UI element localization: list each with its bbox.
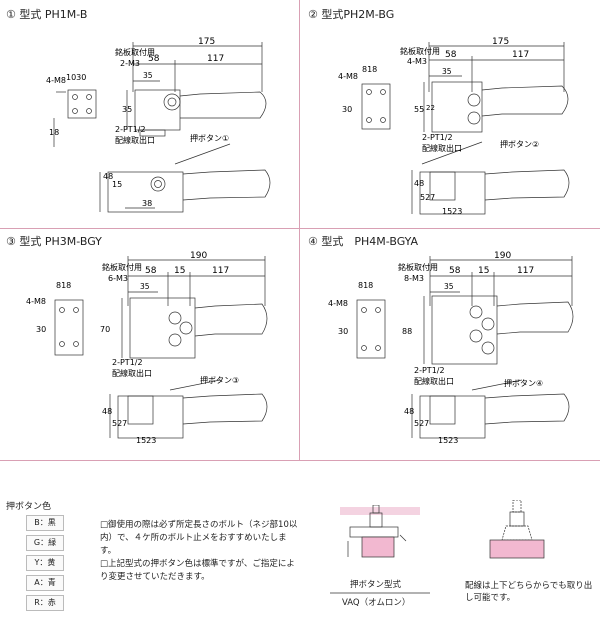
svg-text:190: 190 [494,251,511,261]
legend-item: A：青 [26,575,64,591]
svg-text:48: 48 [102,407,112,416]
svg-text:117: 117 [517,266,534,276]
panel-2-drawing: 175 58 117 35 銘板取付用 4-M3 818 4-M8 30 55 … [338,37,570,216]
svg-text:58: 58 [148,54,160,64]
svg-text:818: 818 [358,281,373,290]
panel-4-drawing: 190 58 15 117 35 銘板取付用 8-M3 818 4-M8 30 … [328,251,574,445]
svg-text:527: 527 [420,193,435,202]
svg-text:銘板取付用: 銘板取付用 [102,262,142,272]
svg-text:35: 35 [140,282,150,291]
svg-text:1523: 1523 [438,436,458,445]
svg-text:押ボタン③: 押ボタン③ [200,375,239,385]
svg-text:818: 818 [362,65,377,74]
svg-text:15: 15 [112,180,122,189]
svg-text:銘板取付用: 銘板取付用 [400,46,440,56]
svg-text:2-M3: 2-M3 [120,59,140,68]
panel-3-drawing: 190 58 15 117 35 銘板取付用 6-M3 818 4-M8 30 … [26,251,268,445]
svg-text:30: 30 [338,327,348,336]
button-type-label: 押ボタン型式 [350,580,402,590]
horizontal-divider-bottom [0,460,600,461]
svg-text:117: 117 [212,266,229,276]
wiring-note: 配線は上下どちらからでも取り出し可能です。 [465,581,593,603]
svg-text:22: 22 [426,104,435,112]
legend-item: Y：黄 [26,555,64,571]
notes-block: □御使用の際は必ず所定長さのボルト（ネジ部10以内）で、４ケ所のボルト止メをおす… [100,519,300,584]
svg-text:55: 55 [414,105,424,114]
svg-text:527: 527 [112,419,127,428]
panel-title-1: ① 型式 PH1M-B [6,8,88,21]
svg-text:117: 117 [512,50,529,60]
svg-text:175: 175 [198,37,215,47]
panel-1-drawing: 175 58 117 35 1030 4-M8 銘板取付用 2-M3 35 18… [46,37,271,213]
svg-text:押ボタン②: 押ボタン② [500,139,539,149]
svg-text:4-M3: 4-M3 [407,57,427,66]
svg-text:117: 117 [207,54,224,64]
svg-text:818: 818 [56,281,71,290]
svg-text:48: 48 [404,407,414,416]
svg-text:銘板取付用: 銘板取付用 [398,262,438,272]
svg-text:押ボタン④: 押ボタン④ [504,378,543,388]
button-model-label: VAQ（オムロン） [342,598,411,608]
svg-text:35: 35 [444,282,454,291]
vertical-divider [299,0,300,460]
svg-text:8-M3: 8-M3 [404,274,424,283]
wiring-diagram [489,500,545,559]
svg-text:押ボタン①: 押ボタン① [190,133,229,143]
svg-text:58: 58 [145,266,157,276]
svg-text:15: 15 [174,266,185,276]
svg-text:4-M8: 4-M8 [46,76,66,85]
legend-item: R：赤 [26,595,64,611]
svg-text:15: 15 [478,266,489,276]
svg-text:1523: 1523 [442,207,462,216]
svg-text:35: 35 [442,67,452,76]
note-2: □上記型式の押ボタン色は標準ですが、ご指定により変更させていただきます。 [100,559,295,582]
svg-text:配線取出口: 配線取出口 [115,135,155,145]
note-1: □御使用の際は必ず所定長さのボルト（ネジ部10以内）で、４ケ所のボルト止メをおす… [100,520,298,556]
svg-text:527: 527 [414,419,429,428]
panel-title-2: ② 型式PH2M-BG [308,8,395,21]
svg-text:配線取出口: 配線取出口 [414,376,454,386]
legend-item: B：黒 [26,515,64,531]
svg-text:48: 48 [414,179,424,188]
svg-text:35: 35 [143,71,153,80]
panel-title-3: ③ 型式 PH3M-BGY [6,235,102,248]
svg-text:配線取出口: 配線取出口 [112,368,152,378]
svg-text:2-PT1/2: 2-PT1/2 [112,358,143,367]
svg-text:6-M3: 6-M3 [108,274,128,283]
push-button-diagram [340,505,420,558]
svg-text:30: 30 [36,325,46,334]
svg-text:88: 88 [402,327,412,336]
svg-text:1030: 1030 [66,73,86,82]
svg-text:58: 58 [449,266,461,276]
svg-text:190: 190 [190,251,207,261]
svg-text:30: 30 [342,105,352,114]
svg-text:38: 38 [142,199,152,208]
svg-text:2-PT1/2: 2-PT1/2 [115,125,146,134]
svg-text:銘板取付用: 銘板取付用 [115,47,155,57]
svg-text:4-M8: 4-M8 [338,72,358,81]
legend-item: G：緑 [26,535,64,551]
legend-title: 押ボタン色 [6,502,52,512]
svg-text:2-PT1/2: 2-PT1/2 [414,366,445,375]
svg-text:2-PT1/2: 2-PT1/2 [422,133,453,142]
horizontal-divider [0,228,600,229]
svg-text:35: 35 [122,105,132,114]
svg-text:58: 58 [445,50,457,60]
svg-text:175: 175 [492,37,509,47]
svg-text:48: 48 [103,172,113,181]
panel-title-4: ④ 型式 PH4M-BGYA [308,235,419,248]
svg-text:1523: 1523 [136,436,156,445]
svg-text:配線取出口: 配線取出口 [422,143,462,153]
caption-divider [330,592,430,594]
svg-text:4-M8: 4-M8 [328,299,348,308]
svg-text:18: 18 [49,128,59,137]
svg-text:4-M8: 4-M8 [26,297,46,306]
svg-text:70: 70 [100,325,110,334]
